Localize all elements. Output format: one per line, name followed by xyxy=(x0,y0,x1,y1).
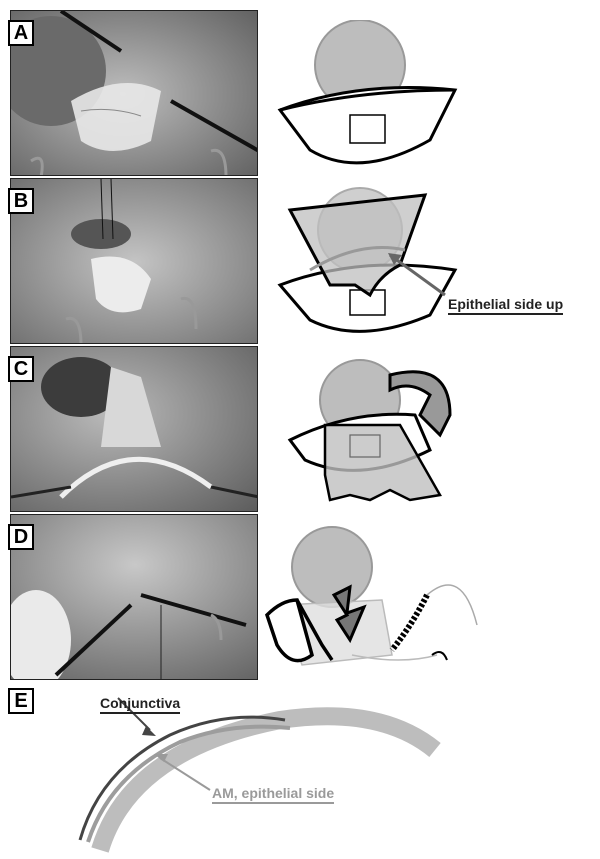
diagram-c xyxy=(270,355,470,515)
panel-label-e: E xyxy=(8,688,34,714)
sclera-shape xyxy=(100,716,435,850)
surgical-photo-c xyxy=(10,346,258,512)
surgical-photo-a xyxy=(10,10,258,176)
diagram-d xyxy=(262,525,497,675)
conjunctiva-label: Conjunctiva xyxy=(100,695,180,714)
conjunctiva-flap xyxy=(280,88,455,163)
panel-label-c: C xyxy=(8,356,34,382)
epithelial-side-up-label: Epithelial side up xyxy=(448,296,563,315)
surgical-photo-b xyxy=(10,178,258,344)
suture-line xyxy=(392,595,427,650)
panel-label-d: D xyxy=(8,524,34,550)
surgical-photo-d xyxy=(10,514,258,680)
diagram-b xyxy=(270,185,470,345)
panel-label-b: B xyxy=(8,188,34,214)
panel-label-a: A xyxy=(8,20,34,46)
diagram-a xyxy=(270,20,470,180)
am-epithelial-side-label: AM, epithelial side xyxy=(212,785,334,804)
